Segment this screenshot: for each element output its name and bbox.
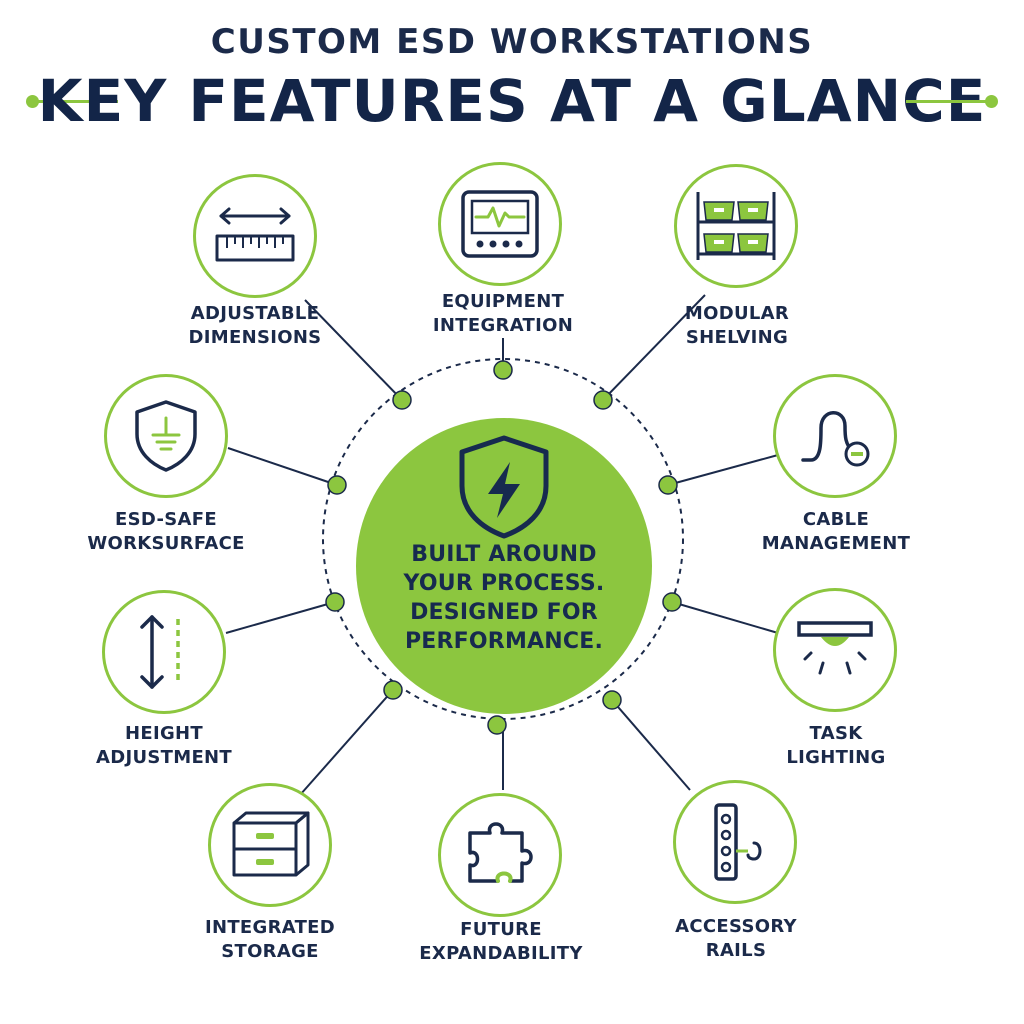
orbit-node <box>327 475 347 495</box>
feature-esd-safe-worksurface-label: ESD-SAFE WORKSURFACE <box>56 508 276 556</box>
connector-height-adjustment <box>225 601 336 634</box>
hub-line: PERFORMANCE. <box>404 629 604 654</box>
orbit-node <box>383 680 403 700</box>
connector-cable-management <box>667 454 779 486</box>
label-line: EXPANDABILITY <box>419 943 583 964</box>
orbit-nodes <box>325 360 682 735</box>
feature-esd-safe-worksurface-badge <box>104 374 228 498</box>
title-rule-dot-right <box>985 95 998 108</box>
orbit-node <box>658 475 678 495</box>
label-line: INTEGRATION <box>432 315 574 336</box>
feature-cable-management-label: CABLE MANAGEMENT <box>726 508 946 556</box>
feature-integrated-storage-label: INTEGRATED STORAGE <box>160 916 380 964</box>
title-rule-right <box>906 100 992 103</box>
label-line: WORKSURFACE <box>87 533 245 554</box>
header: CUSTOM ESD WORKSTATIONS KEY FEATURES AT … <box>0 0 1024 140</box>
label-line: MODULAR <box>684 303 790 324</box>
feature-equipment-integration-label: EQUIPMENT INTEGRATION <box>393 290 613 338</box>
title-rule-dot-left <box>26 95 39 108</box>
ruler-arrows-icon <box>215 207 295 262</box>
feature-adjustable-dimensions-badge <box>193 174 317 298</box>
connector-modular-shelving <box>602 294 706 401</box>
connector-integrated-storage <box>299 689 394 796</box>
feature-modular-shelving-label: MODULAR SHELVING <box>627 302 847 350</box>
cable-icon <box>801 411 870 467</box>
label-line: SHELVING <box>685 327 789 348</box>
label-line: MANAGEMENT <box>761 533 911 554</box>
label-line: ADJUSTABLE <box>190 303 320 324</box>
orbit-node <box>487 715 507 735</box>
hub-message: BUILT AROUND YOUR PROCESS. DESIGNED FOR … <box>356 540 652 656</box>
label-line: TASK <box>809 723 863 744</box>
feature-accessory-rails-badge <box>673 780 797 904</box>
feature-integrated-storage-badge <box>208 783 332 907</box>
hub-line: YOUR PROCESS. <box>403 571 605 596</box>
monitor-waveform-icon <box>461 190 539 258</box>
lamp-icon <box>797 621 873 675</box>
drawer-cabinet-icon <box>232 811 310 877</box>
label-line: ADJUSTMENT <box>96 747 232 768</box>
feature-equipment-integration-badge <box>438 162 562 286</box>
rail-hook-icon <box>714 803 762 881</box>
puzzle-icon <box>468 822 533 883</box>
label-line: ACCESSORY <box>675 916 797 937</box>
feature-future-expandability-label: FUTURE EXPANDABILITY <box>391 918 611 966</box>
feature-cable-management-badge <box>773 374 897 498</box>
label-line: LIGHTING <box>786 747 886 768</box>
feature-task-lighting-badge <box>773 588 897 712</box>
label-line: RAILS <box>705 940 767 961</box>
label-line: FUTURE <box>460 919 542 940</box>
title-rule-left <box>32 100 118 103</box>
orbit-node <box>662 592 682 612</box>
lightning-shield-icon <box>459 435 549 539</box>
orbit-node <box>593 390 613 410</box>
label-line: HEIGHT <box>125 723 203 744</box>
label-line: CABLE <box>802 509 870 530</box>
connector-accessory-rails <box>611 699 691 791</box>
orbit-node <box>325 592 345 612</box>
central-hub: BUILT AROUND YOUR PROCESS. DESIGNED FOR … <box>356 418 652 714</box>
ground-shield-icon <box>135 400 197 472</box>
feature-future-expandability-badge <box>438 793 562 917</box>
connector-esd-safe-worksurface <box>227 447 338 486</box>
feature-accessory-rails-label: ACCESSORY RAILS <box>626 915 846 963</box>
feature-adjustable-dimensions-label: ADJUSTABLE DIMENSIONS <box>145 302 365 350</box>
hub-line: DESIGNED FOR <box>410 600 598 625</box>
feature-height-adjustment-label: HEIGHT ADJUSTMENT <box>54 722 274 770</box>
subtitle: CUSTOM ESD WORKSTATIONS <box>210 22 814 62</box>
label-line: ESD-SAFE <box>115 509 217 530</box>
orbit-node <box>392 390 412 410</box>
feature-modular-shelving-badge <box>674 164 798 288</box>
feature-height-adjustment-badge <box>102 590 226 714</box>
label-line: EQUIPMENT <box>441 291 565 312</box>
orbit-node <box>602 690 622 710</box>
page-title: KEY FEATURES AT A GLANCE <box>37 67 987 135</box>
label-line: STORAGE <box>221 941 319 962</box>
label-line: DIMENSIONS <box>188 327 322 348</box>
hub-line: BUILT AROUND <box>411 542 597 567</box>
connector-adjustable-dimensions <box>304 299 403 401</box>
shelving-bins-icon <box>696 192 776 260</box>
vertical-arrows-icon <box>140 615 180 689</box>
label-line: INTEGRATED <box>204 917 336 938</box>
feature-task-lighting-label: TASK LIGHTING <box>726 722 946 770</box>
orbit-node <box>493 360 513 380</box>
connector-task-lighting <box>671 601 779 634</box>
